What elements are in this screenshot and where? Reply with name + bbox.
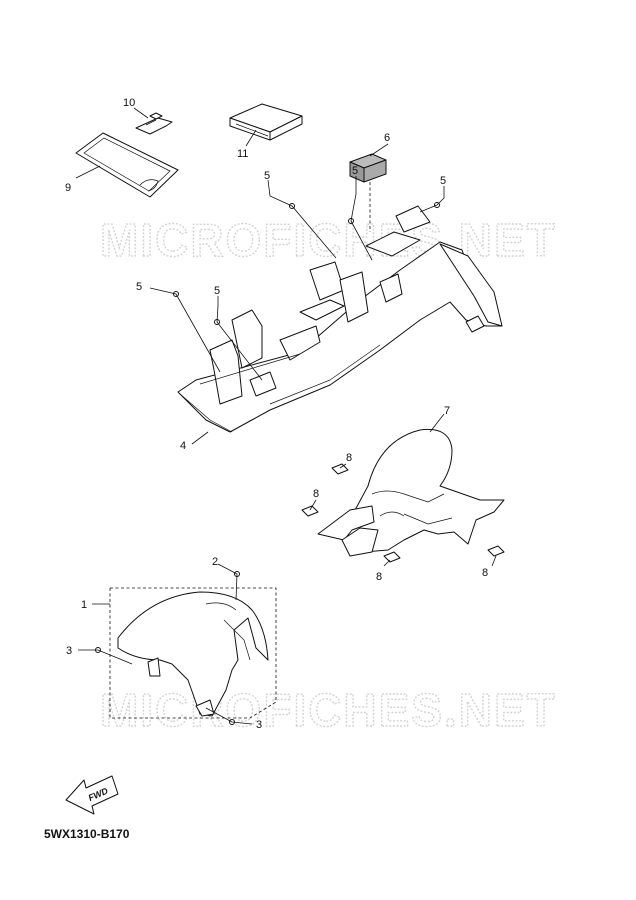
fwd-arrow-icon: FWD bbox=[65, 775, 119, 815]
callout-1: 1 bbox=[81, 599, 87, 611]
callout-5-b: 5 bbox=[352, 165, 358, 177]
watermark-bottom: MICROFICHES.NET bbox=[100, 684, 557, 736]
part-11-manual bbox=[229, 103, 303, 141]
callout-5-d: 5 bbox=[136, 281, 142, 293]
fastener-bolts bbox=[95, 202, 505, 725]
part-10-bracket bbox=[135, 112, 173, 135]
part-7-rear-fender bbox=[317, 428, 505, 557]
callout-8-b: 8 bbox=[313, 488, 319, 500]
callout-9: 9 bbox=[65, 182, 71, 194]
part-9-tray bbox=[75, 132, 179, 198]
callout-8-d: 8 bbox=[482, 567, 488, 579]
callout-3-b: 3 bbox=[256, 719, 262, 731]
callout-2: 2 bbox=[212, 556, 218, 568]
watermark-top: MICROFICHES.NET bbox=[100, 214, 557, 266]
callout-8-c: 8 bbox=[376, 571, 382, 583]
callout-5-c: 5 bbox=[440, 175, 446, 187]
callout-8-a: 8 bbox=[346, 452, 352, 464]
callout-4: 4 bbox=[180, 440, 186, 452]
part-6-block bbox=[349, 153, 387, 232]
leader-lines bbox=[75, 107, 497, 725]
callout-7: 7 bbox=[444, 405, 450, 417]
callout-6: 6 bbox=[384, 132, 390, 144]
callout-3-a: 3 bbox=[66, 645, 72, 657]
diagram-code: 5WX1310-B170 bbox=[44, 827, 130, 841]
part-1-group-box bbox=[109, 587, 277, 719]
callout-5-e: 5 bbox=[214, 285, 220, 297]
part-1-front-fender bbox=[117, 591, 269, 717]
callout-10: 10 bbox=[123, 97, 135, 109]
callout-5-a: 5 bbox=[264, 170, 270, 182]
callout-11: 11 bbox=[237, 148, 248, 160]
part-4-inner-fender bbox=[177, 205, 503, 433]
